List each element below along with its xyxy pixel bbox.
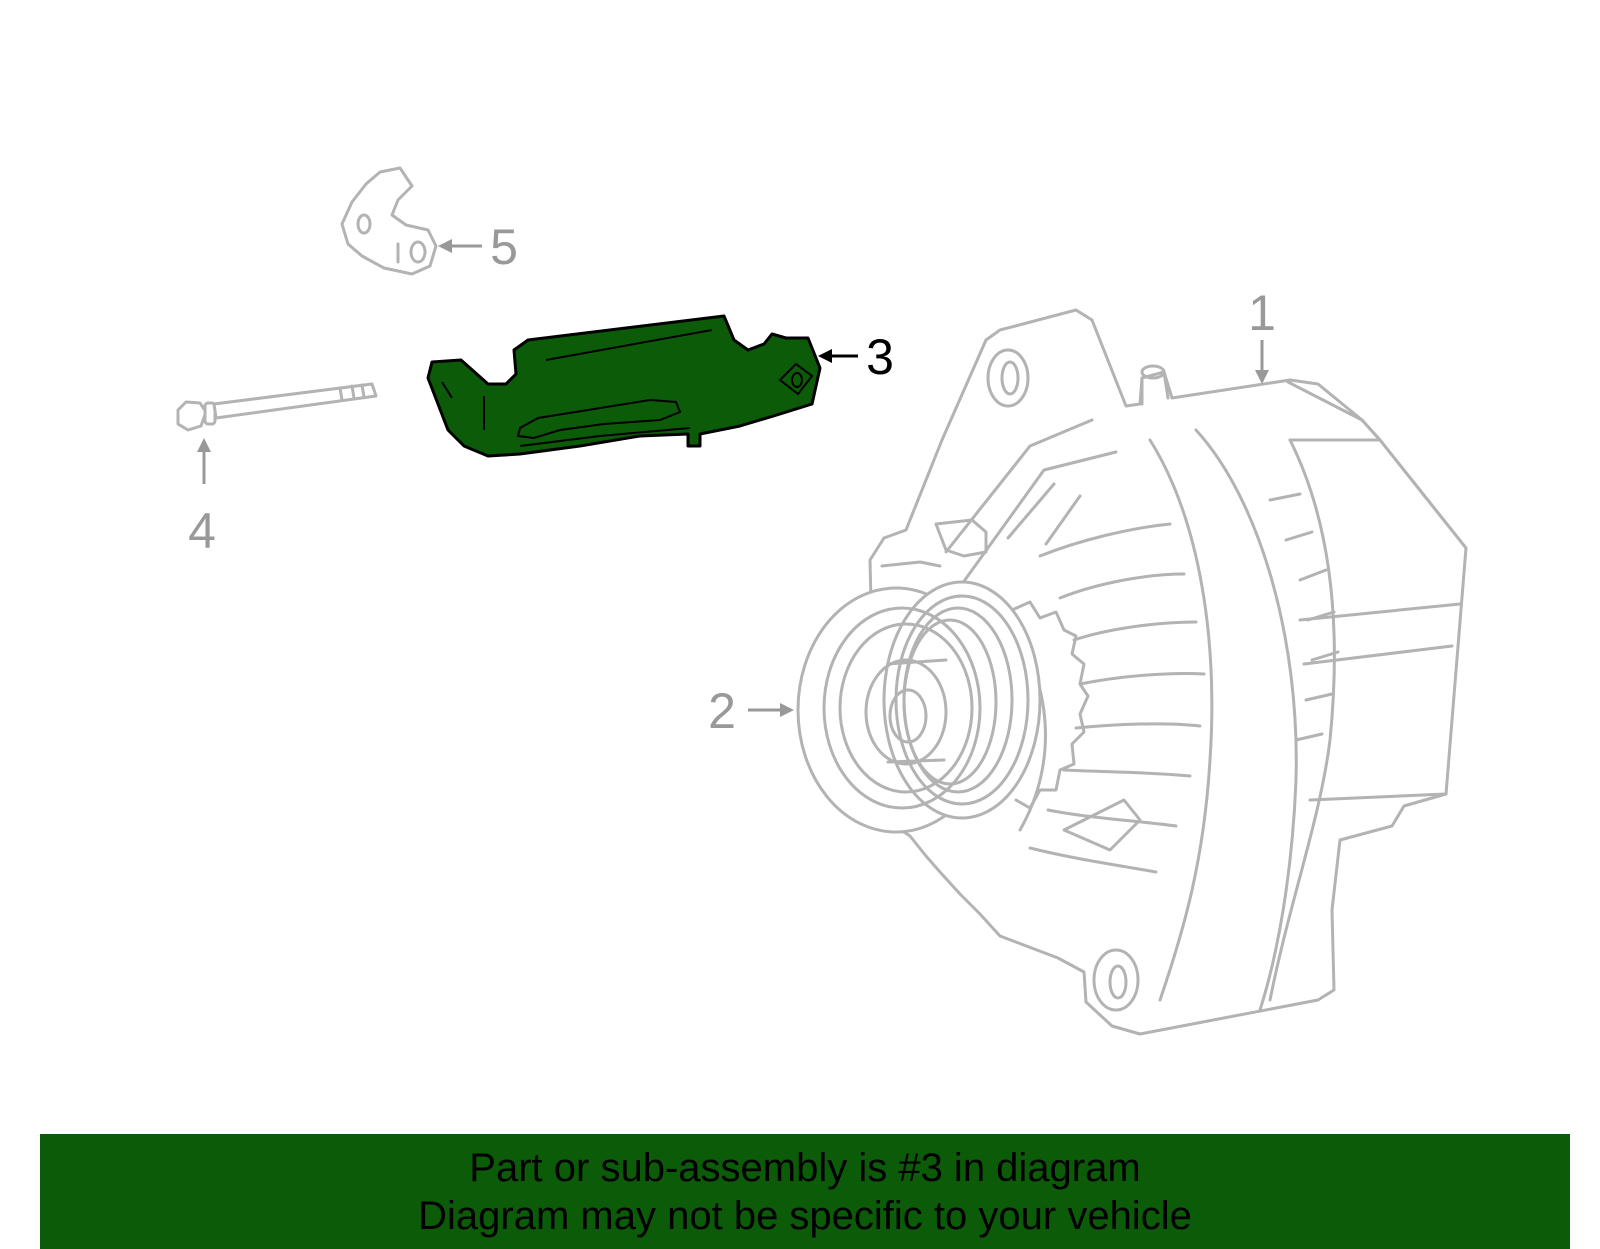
part-4-bolt[interactable]: [176, 382, 378, 432]
callout-2[interactable]: 2: [708, 683, 794, 739]
callout-1[interactable]: 1: [1248, 285, 1276, 384]
info-banner: Part or sub-assembly is #3 in diagram Di…: [40, 1134, 1570, 1249]
callout-3-label: 3: [866, 329, 894, 385]
callout-5[interactable]: 5: [438, 219, 518, 275]
part-3-adjusting-bar[interactable]: [426, 314, 822, 458]
part-5-bracket[interactable]: [340, 166, 438, 276]
callout-5-label: 5: [490, 219, 518, 275]
callout-3[interactable]: 3: [818, 329, 894, 385]
callout-4[interactable]: 4: [188, 438, 216, 559]
callout-1-label: 1: [1248, 285, 1276, 341]
callout-4-label: 4: [188, 503, 216, 559]
banner-line-disclaimer: Diagram may not be specific to your vehi…: [418, 1193, 1192, 1238]
part-2-pulley[interactable]: [796, 580, 1042, 834]
callout-2-label: 2: [708, 683, 736, 739]
banner-line-part: Part or sub-assembly is #3 in diagram: [469, 1145, 1141, 1190]
part-1-alternator[interactable]: [868, 308, 1468, 1036]
